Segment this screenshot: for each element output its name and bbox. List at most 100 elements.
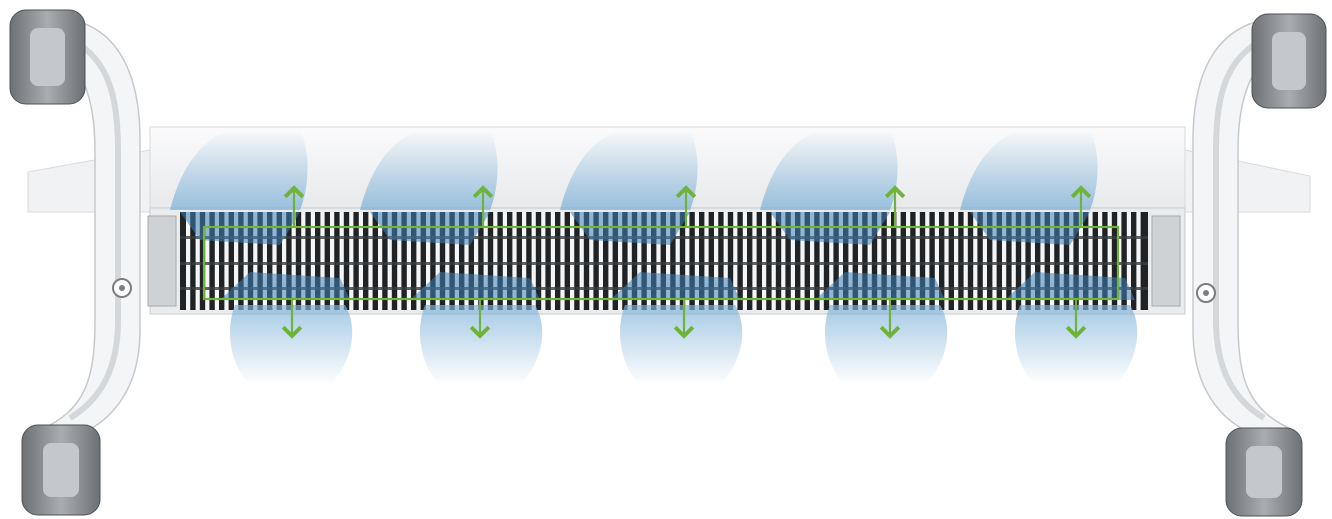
grille-slat	[934, 212, 939, 310]
grille-slat	[253, 212, 258, 310]
grille-slat	[973, 212, 978, 310]
grille-slat	[1050, 212, 1055, 310]
grille-crossbar	[180, 262, 1148, 265]
castor-bottom-right	[1225, 427, 1303, 517]
grille-slat	[416, 212, 421, 310]
grille-slat	[714, 212, 719, 310]
grille-slat	[1117, 212, 1122, 310]
grille-slat	[598, 212, 603, 310]
grille-slat	[637, 212, 642, 310]
airflow-plume-down	[825, 305, 948, 385]
grille-slat	[848, 212, 853, 310]
grille-slat	[829, 212, 834, 310]
airflow-plume-up	[560, 130, 698, 210]
grille-slat	[243, 212, 248, 310]
grille-slat	[1040, 212, 1045, 310]
grille-slat	[291, 212, 296, 310]
grille-slat	[694, 212, 699, 310]
grille-slat	[1030, 212, 1035, 310]
grille-slat	[906, 212, 911, 310]
grille-slat	[435, 212, 440, 310]
grille-slat	[1011, 212, 1016, 310]
grille-slat	[723, 212, 728, 310]
grille-slat	[195, 212, 200, 310]
grille-slat	[954, 212, 959, 310]
grille-slat	[896, 212, 901, 310]
grille-slat	[522, 212, 527, 310]
castor-bottom-left	[21, 424, 101, 516]
grille-slat	[1126, 212, 1131, 310]
grille-slat	[387, 212, 392, 310]
grille-slat	[234, 212, 239, 310]
grille-slat	[1059, 212, 1064, 310]
end-cap-left	[147, 215, 177, 307]
grille-slat	[685, 212, 690, 310]
airflow-plumes	[170, 130, 1138, 385]
grille-slat	[992, 212, 997, 310]
grille-slat	[858, 212, 863, 310]
airflow-plume-down	[420, 305, 543, 385]
grille-slat	[963, 212, 968, 310]
airflow-fill-top	[180, 212, 300, 245]
grille-slat	[320, 212, 325, 310]
grille-slat	[541, 212, 546, 310]
grille-slat	[445, 212, 450, 310]
grille-slat	[531, 212, 536, 310]
grille-slat	[1107, 212, 1112, 310]
grille-slat	[579, 212, 584, 310]
grille-slat	[915, 212, 920, 310]
grille-slat	[886, 212, 891, 310]
grille-slat	[800, 212, 805, 310]
grille-slat	[310, 212, 315, 310]
grille-slat	[330, 212, 335, 310]
airflow-fill-bottom	[1005, 272, 1135, 300]
grille-slat	[378, 212, 383, 310]
airflow-zone-outline	[202, 225, 1120, 301]
grille-slat	[1078, 212, 1083, 310]
grille-slat	[742, 212, 747, 310]
grille-slat	[397, 212, 402, 310]
grille-slat	[502, 212, 507, 310]
airflow-fill-top	[970, 212, 1090, 245]
grille-slat	[272, 212, 277, 310]
grille-slat	[618, 212, 623, 310]
grille-slat	[205, 212, 210, 310]
castor-top-right	[1251, 13, 1327, 109]
grille-slat	[406, 212, 411, 310]
airflow-fill-top	[370, 212, 490, 245]
grille-slat	[301, 212, 306, 310]
grille-slat	[877, 212, 882, 310]
grille-slat	[454, 212, 459, 310]
grille-slat	[512, 212, 517, 310]
grille-slat	[339, 212, 344, 310]
airflow-plume-down	[1015, 305, 1138, 385]
airflow-plume-up	[960, 130, 1098, 210]
grille-slat	[358, 212, 363, 310]
grille-slat	[550, 212, 555, 310]
airflow-arrows	[281, 185, 1092, 339]
airflow-fill-top	[570, 212, 690, 245]
grille-slat	[819, 212, 824, 310]
grille-slat	[474, 212, 479, 310]
grille-slat	[464, 212, 469, 310]
airflow-fill-bottom	[815, 272, 945, 300]
grille-slat	[627, 212, 632, 310]
grille-slat	[646, 212, 651, 310]
grille-slat	[224, 212, 229, 310]
airflow-plume-up	[360, 130, 498, 210]
grille-slat	[1098, 212, 1103, 310]
grille-slat	[589, 212, 594, 310]
grille-slat	[1088, 212, 1093, 310]
airflow-fill-bottom	[220, 272, 350, 300]
grille-slat	[982, 212, 987, 310]
grille-slats	[186, 212, 1141, 310]
grille-slat	[925, 212, 930, 310]
grille-slat	[1136, 212, 1141, 310]
airflow-fill-top	[770, 212, 890, 245]
airflow-plume-up	[760, 130, 898, 210]
grille-slat	[1002, 212, 1007, 310]
grille-slat	[186, 212, 191, 310]
grille-slat	[656, 212, 661, 310]
